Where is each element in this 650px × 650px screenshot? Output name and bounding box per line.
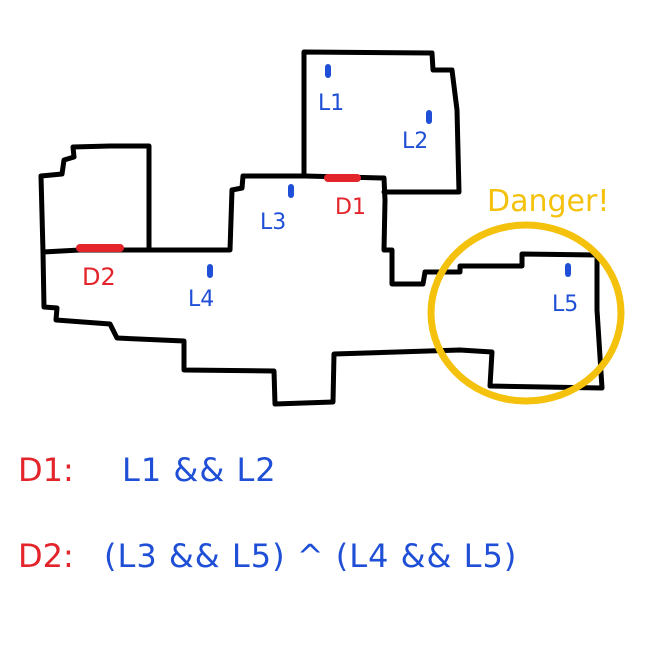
lever-l4-label: L4 <box>188 287 214 312</box>
formula-d2: D2: (L3 && L5) ^ (L4 && L5) <box>18 536 517 576</box>
wall-top-left-room <box>38 143 152 255</box>
lever-l1-marker <box>325 64 331 78</box>
door-d1-label: D1 <box>335 195 366 220</box>
formula-d1-expression: L1 && L2 <box>122 451 277 489</box>
lever-l3-label: L3 <box>260 210 286 235</box>
danger-label: Danger! <box>487 184 609 219</box>
formula-d2-expression: (L3 && L5) ^ (L4 && L5) <box>104 537 518 575</box>
formula-d1-door: D1: <box>18 451 74 489</box>
formula-d1: D1: L1 && L2 <box>18 450 277 490</box>
lever-l5-marker <box>565 263 571 277</box>
lever-l2-label: L2 <box>402 129 428 154</box>
wall-main-body <box>40 173 605 407</box>
lever-labels: L1 L2 L3 L4 L5 <box>188 91 578 317</box>
lever-l4-marker <box>207 264 213 278</box>
map-walls <box>38 49 605 407</box>
lever-l1-label: L1 <box>318 91 344 116</box>
lever-l5-label: L5 <box>552 292 578 317</box>
wall-top-right-room <box>301 49 462 195</box>
danger-zone-ring <box>427 221 625 405</box>
levers <box>207 64 571 278</box>
door-d2-label: D2 <box>82 263 116 291</box>
formula-d2-door: D2: <box>18 537 74 575</box>
doors: D1 D2 <box>76 174 366 291</box>
lever-l3-marker <box>288 184 294 198</box>
lever-l2-marker <box>426 110 432 124</box>
